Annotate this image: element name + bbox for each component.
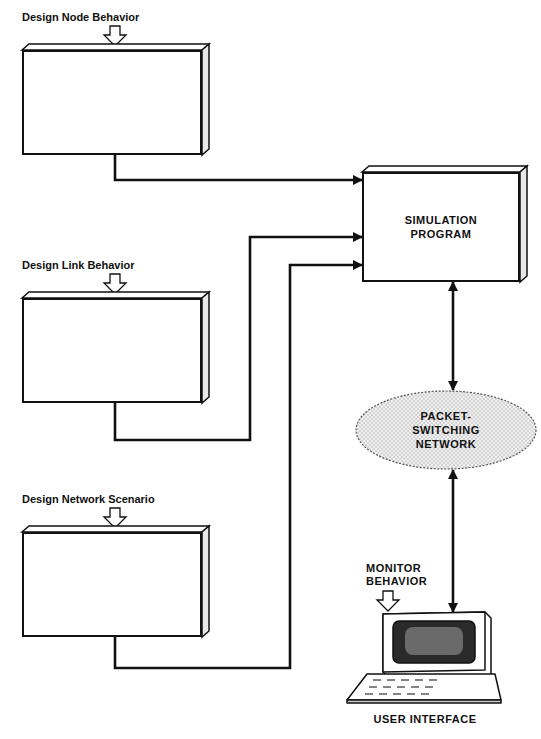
connector (452, 470, 455, 612)
network-ellipse: PACKET-SWITCHING NETWORK (355, 390, 537, 470)
design-box: Design Node Behavior (22, 50, 202, 155)
box-depth (22, 532, 202, 637)
computer-terminal: USER INTERFACE (345, 612, 505, 704)
box-depth (22, 50, 202, 155)
hollow-arrow (104, 508, 126, 528)
node-heading: Design Link Behavior (22, 258, 134, 272)
computer-icon (345, 612, 505, 704)
node-heading: Design Node Behavior (22, 10, 139, 24)
connector (115, 155, 362, 180)
hollow-arrow (104, 274, 126, 294)
note-label: MONITOR BEHAVIOR (366, 562, 446, 588)
box-depth (362, 172, 520, 282)
design-box: Design Network Scenario (22, 532, 202, 637)
node-heading: Design Network Scenario (22, 492, 155, 506)
hollow-arrow (104, 26, 126, 46)
node-heading: USER INTERFACE (374, 712, 477, 726)
connector (452, 282, 455, 390)
hollow-arrow (377, 591, 399, 611)
node-label: SIMULATION PROGRAM (403, 213, 480, 241)
design-box: Design Link Behavior (22, 298, 202, 403)
box-depth (22, 298, 202, 403)
process-box: SIMULATION PROGRAM (362, 172, 520, 282)
node-label: PACKET-SWITCHING NETWORK (401, 409, 492, 451)
